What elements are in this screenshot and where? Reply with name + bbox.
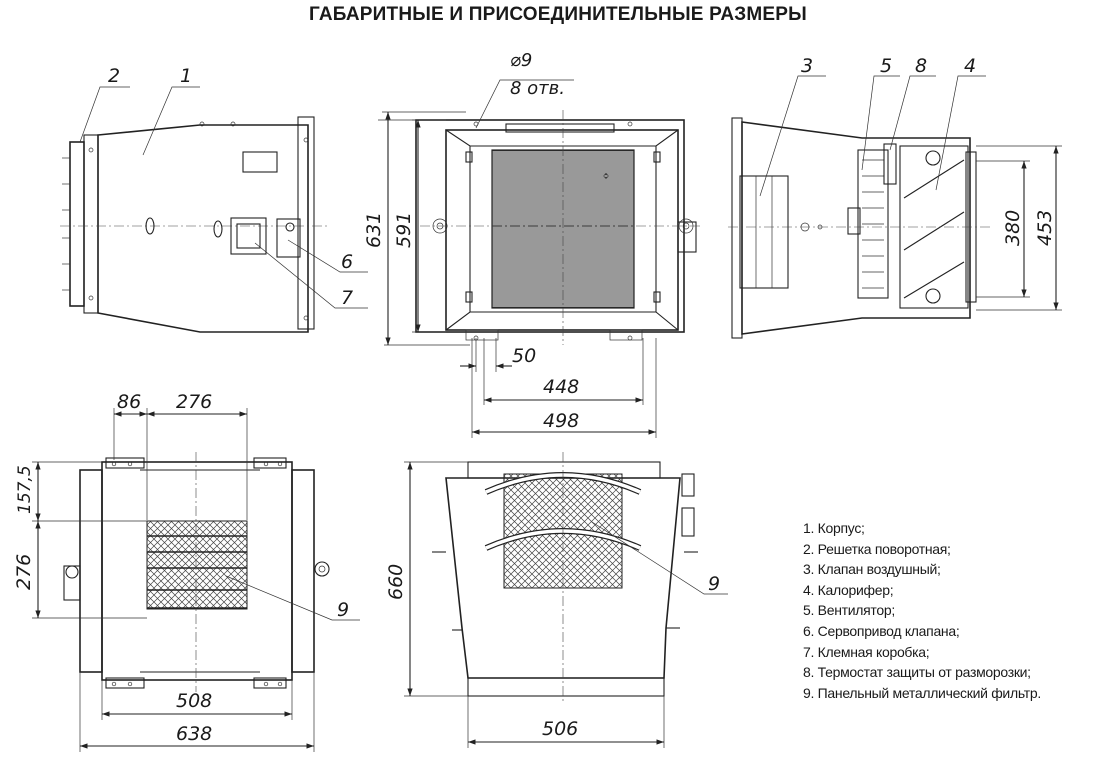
callout-3: 3	[801, 55, 813, 77]
dimension-276-top: 276	[176, 391, 212, 413]
top-view-filter	[32, 408, 360, 752]
dimension-86: 86	[117, 391, 141, 413]
legend-item: 3. Клапан воздушный;	[803, 561, 941, 578]
dimension-508: 508	[176, 690, 212, 712]
dimension-638: 638	[176, 723, 212, 745]
dimension-380: 380	[1002, 210, 1024, 246]
dimension-50: 50	[512, 345, 536, 367]
legend-item: 7. Клемная коробка;	[803, 643, 930, 660]
dimension-591: 591	[393, 212, 415, 248]
dimension-453: 453	[1034, 210, 1056, 246]
callout-6: 6	[341, 251, 353, 273]
section-view-right	[728, 75, 1062, 339]
dimension-660: 660	[385, 564, 407, 600]
dimension-498: 498	[543, 410, 579, 432]
legend-item: 8. Термостат защиты от разморозки;	[803, 664, 1031, 681]
callout-9-top-view: 9	[337, 599, 349, 621]
front-view-grille	[378, 79, 700, 438]
callout-2: 2	[108, 65, 120, 87]
dimension-hole-count: 8 отв.	[510, 78, 565, 99]
dimension-506: 506	[542, 718, 578, 740]
callout-7: 7	[341, 287, 353, 309]
legend-item: 4. Калорифер;	[803, 581, 894, 598]
parts-legend: 1. Корпус; 2. Решетка поворотная; 3. Кла…	[803, 518, 1041, 703]
side-view-left	[60, 86, 368, 333]
legend-item: 1. Корпус;	[803, 520, 865, 536]
callout-1: 1	[180, 65, 192, 87]
legend-item: 5. Вентилятор;	[803, 602, 895, 619]
dimension-hole-diameter: ⌀9	[510, 50, 532, 71]
callout-4: 4	[964, 55, 976, 77]
callout-8: 8	[915, 55, 927, 77]
dimension-157-5: 157,5	[15, 465, 35, 514]
callout-5: 5	[880, 55, 892, 77]
legend-item: 2. Решетка поворотная;	[803, 540, 951, 557]
dimension-276-side: 276	[13, 554, 35, 590]
dimension-448: 448	[543, 376, 579, 398]
bottom-view-filter	[404, 452, 728, 748]
dimension-631: 631	[363, 212, 385, 248]
legend-item: 6. Сервопривод клапана;	[803, 622, 960, 639]
callout-9-bottom-view: 9	[708, 573, 720, 595]
page-title: ГАБАРИТНЫЕ И ПРИСОЕДИНИТЕЛЬНЫЕ РАЗМЕРЫ	[309, 4, 807, 25]
legend-item: 9. Панельный металлический фильтр.	[803, 684, 1041, 701]
